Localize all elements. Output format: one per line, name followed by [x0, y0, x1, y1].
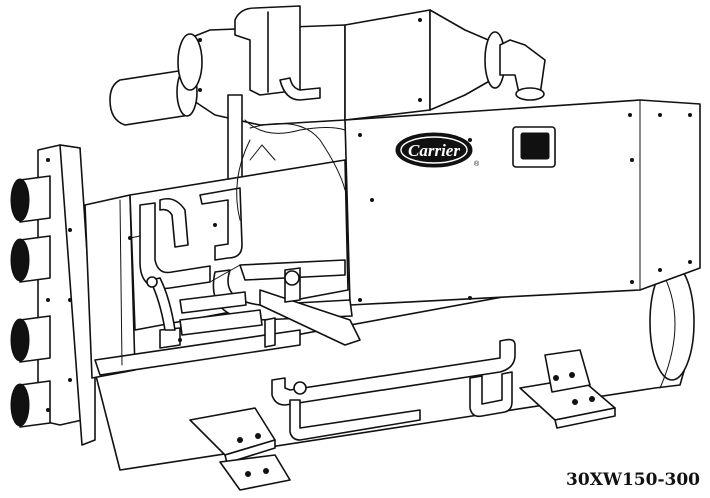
bottom-piping [271, 338, 516, 441]
refrigerant-piping [128, 123, 361, 349]
carrier-logo: Carrier ® [395, 132, 480, 168]
model-number: 30XW150-300 [566, 470, 700, 490]
base-feet [189, 349, 616, 491]
control-display [512, 126, 556, 168]
registered-mark: ® [474, 160, 480, 168]
end-plate-and-nozzles [10, 144, 96, 446]
compressor-assembly [109, 5, 546, 226]
logo-text: Carrier [408, 141, 460, 160]
